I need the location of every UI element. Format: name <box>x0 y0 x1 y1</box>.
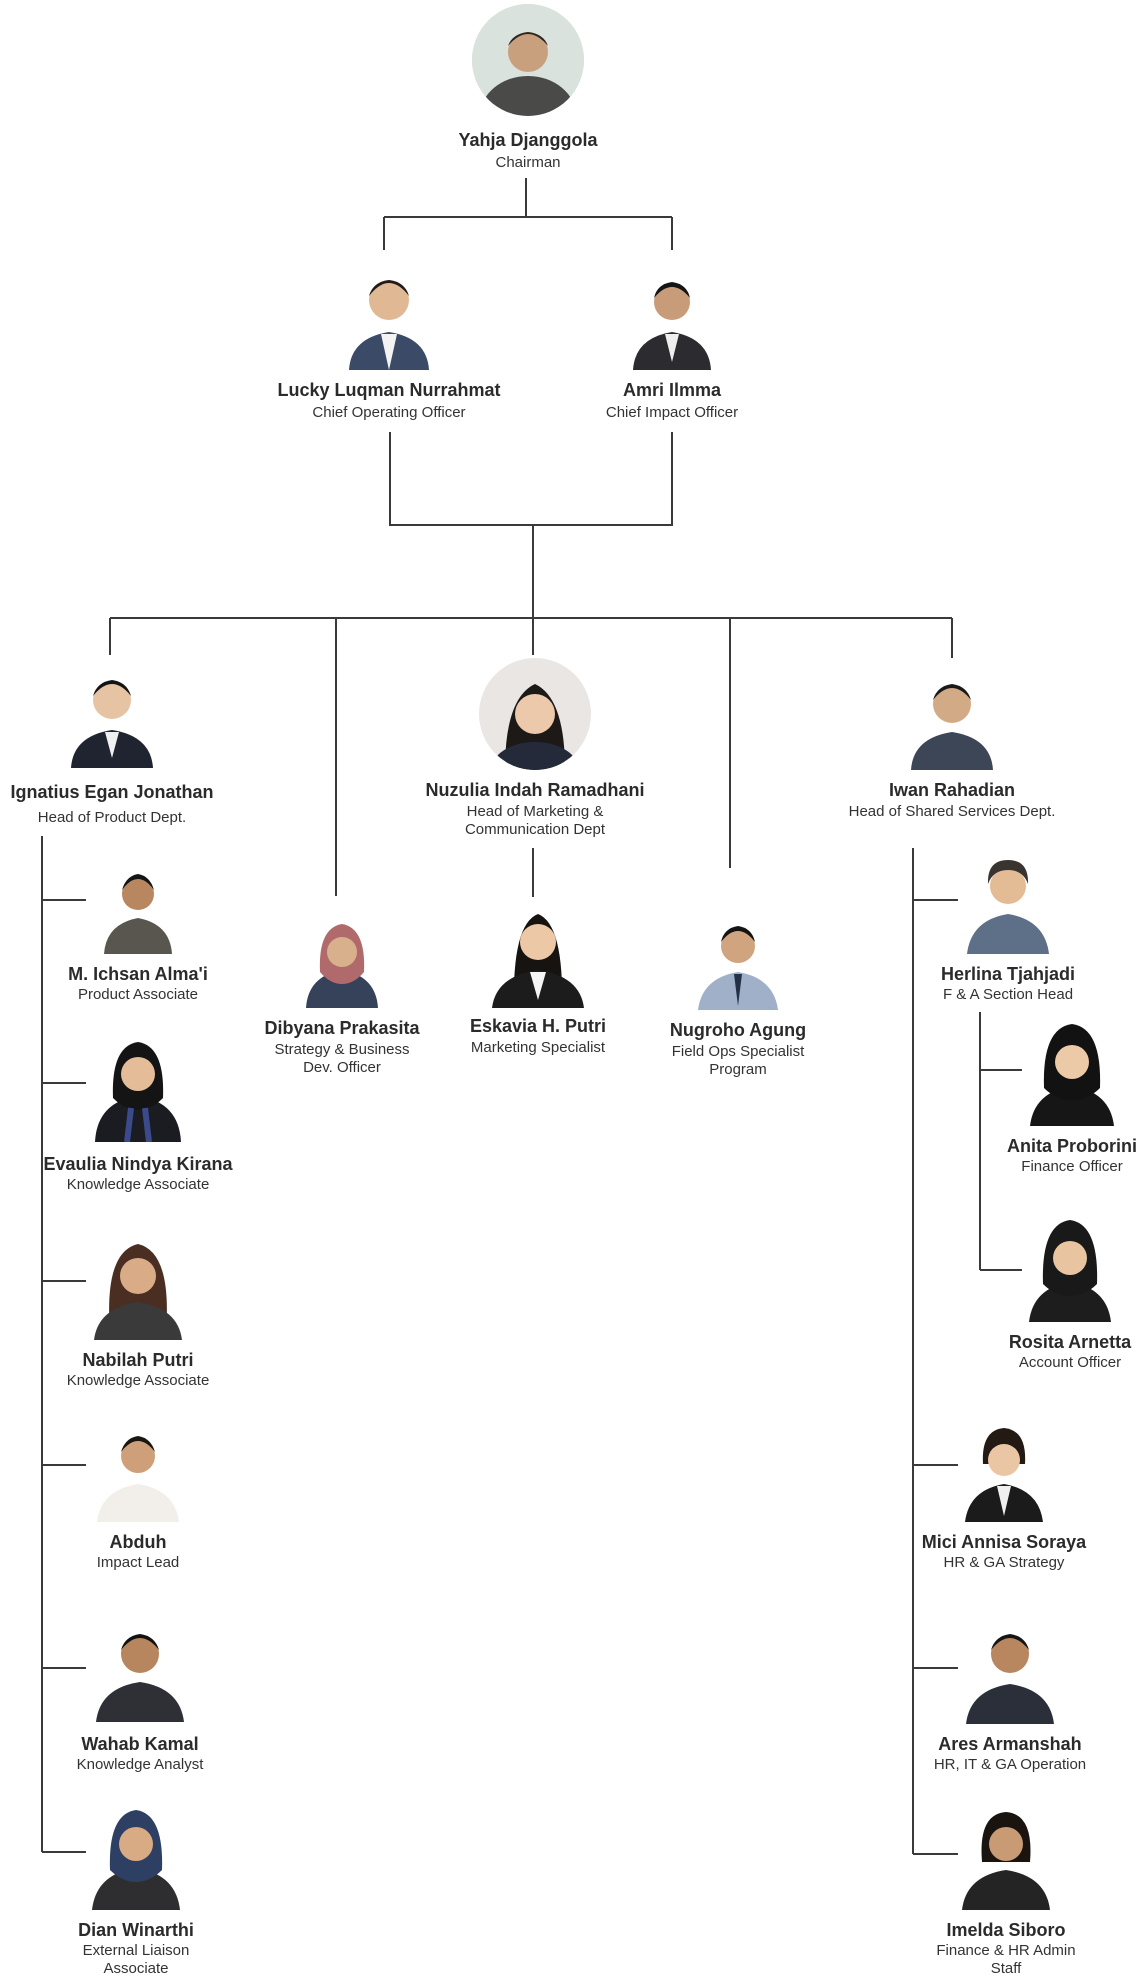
person-name: Ignatius Egan Jonathan <box>10 782 214 802</box>
avatar <box>91 1032 185 1142</box>
person-role: Product Associate <box>77 986 199 1003</box>
avatar <box>472 4 584 116</box>
person-card-product-head[interactable]: Ignatius Egan Jonathan Head of Product D… <box>0 662 232 827</box>
person-card-wahab[interactable]: Wahab Kamal Knowledge Analyst <box>40 1616 240 1774</box>
person-name: Evaulia Nindya Kirana <box>43 1154 233 1174</box>
person-card-herlina[interactable]: Herlina Tjahjadi F & A Section Head <box>908 850 1108 1004</box>
person-name: Anita Proborini <box>1007 1136 1137 1156</box>
person-card-abduh[interactable]: Abduh Impact Lead <box>38 1422 238 1572</box>
avatar <box>488 900 588 1008</box>
person-name: Lucky Luqman Nurrahmat <box>277 380 501 400</box>
person-card-ares[interactable]: Ares Armanshah HR, IT & GA Operation <box>910 1616 1110 1774</box>
person-card-anita[interactable]: Anita Proborini Finance Officer <box>997 1016 1147 1176</box>
avatar <box>907 666 997 770</box>
person-card-chairman[interactable]: Yahja Djanggola Chairman <box>398 4 658 172</box>
person-card-dian[interactable]: Dian Winarthi External Liaison Associate <box>36 1800 236 1978</box>
person-role: Knowledge Associate <box>66 1372 210 1389</box>
person-card-imelda[interactable]: Imelda Siboro Finance & HR Admin Staff <box>906 1802 1106 1978</box>
person-role: HR, IT & GA Operation <box>933 1756 1087 1773</box>
person-role: Chief Operating Officer <box>312 404 466 421</box>
person-card-rosita[interactable]: Rosita Arnetta Account Officer <box>995 1212 1145 1372</box>
person-role: Head of Shared Services Dept. <box>848 803 1056 820</box>
person-role: Knowledge Analyst <box>76 1756 204 1773</box>
avatar <box>694 912 782 1010</box>
person-name: Nuzulia Indah Ramadhani <box>425 780 645 800</box>
person-card-nabilah[interactable]: Nabilah Putri Knowledge Associate <box>38 1232 238 1390</box>
avatar <box>100 862 176 954</box>
avatar <box>93 1422 183 1522</box>
person-card-eskavia[interactable]: Eskavia H. Putri Marketing Specialist <box>438 900 638 1057</box>
person-name: Imelda Siboro <box>946 1920 1066 1940</box>
person-card-cio[interactable]: Amri Ilmma Chief Impact Officer <box>562 262 782 422</box>
avatar <box>479 658 591 770</box>
person-name: Wahab Kamal <box>81 1734 199 1754</box>
avatar <box>1024 1016 1120 1126</box>
person-card-coo[interactable]: Lucky Luqman Nurrahmat Chief Operating O… <box>249 258 529 422</box>
person-role: Field Ops Specialist Program <box>671 1043 805 1078</box>
person-role: External Liaison Associate <box>82 1942 190 1977</box>
person-name: Ares Armanshah <box>938 1734 1082 1754</box>
person-role: Chief Impact Officer <box>605 404 739 421</box>
avatar <box>627 262 717 370</box>
avatar <box>962 1616 1058 1724</box>
person-role: Account Officer <box>1018 1354 1122 1371</box>
person-name: Iwan Rahadian <box>888 780 1016 800</box>
person-name: Rosita Arnetta <box>1008 1332 1132 1352</box>
person-role: F & A Section Head <box>942 986 1074 1003</box>
person-name: Mici Annisa Soraya <box>921 1532 1087 1552</box>
person-role: Marketing Specialist <box>470 1039 606 1056</box>
person-name: Abduh <box>109 1532 167 1552</box>
person-name: Dibyana Prakasita <box>264 1018 420 1038</box>
avatar <box>302 912 382 1008</box>
avatar <box>1023 1212 1117 1322</box>
person-card-evaulia[interactable]: Evaulia Nindya Kirana Knowledge Associat… <box>28 1032 248 1194</box>
person-card-mici[interactable]: Mici Annisa Soraya HR & GA Strategy <box>904 1420 1104 1572</box>
person-role: Head of Product Dept. <box>37 809 187 826</box>
person-role: Impact Lead <box>96 1554 180 1571</box>
person-name: Dian Winarthi <box>78 1920 194 1940</box>
avatar <box>958 1802 1054 1910</box>
avatar <box>90 1232 186 1340</box>
person-card-shared-head[interactable]: Iwan Rahadian Head of Shared Services De… <box>822 666 1082 821</box>
person-role: Finance & HR Admin Staff <box>936 1942 1076 1977</box>
person-role: HR & GA Strategy <box>943 1554 1065 1571</box>
person-card-ichsan[interactable]: M. Ichsan Alma'i Product Associate <box>38 862 238 1004</box>
avatar <box>92 1616 188 1722</box>
person-name: Amri Ilmma <box>622 380 722 400</box>
person-role: Chairman <box>495 154 561 171</box>
person-name: Nabilah Putri <box>82 1350 194 1370</box>
avatar <box>961 1420 1047 1522</box>
person-role: Finance Officer <box>1021 1158 1123 1175</box>
avatar <box>963 850 1053 954</box>
person-card-dibyana[interactable]: Dibyana Prakasita Strategy & Business De… <box>242 912 442 1077</box>
person-role: Head of Marketing & Communication Dept <box>464 803 606 838</box>
person-card-marketing-head[interactable]: Nuzulia Indah Ramadhani Head of Marketin… <box>405 658 665 839</box>
avatar <box>341 258 437 370</box>
person-name: Yahja Djanggola <box>458 130 598 150</box>
person-role: Strategy & Business Dev. Officer <box>274 1041 410 1076</box>
person-name: Herlina Tjahjadi <box>940 964 1076 984</box>
avatar <box>88 1800 184 1910</box>
person-card-nugroho[interactable]: Nugroho Agung Field Ops Specialist Progr… <box>638 912 838 1079</box>
person-name: M. Ichsan Alma'i <box>68 964 208 984</box>
avatar <box>67 662 157 768</box>
person-role: Knowledge Associate <box>66 1176 210 1193</box>
person-name: Nugroho Agung <box>669 1020 807 1040</box>
person-name: Eskavia H. Putri <box>469 1016 607 1036</box>
